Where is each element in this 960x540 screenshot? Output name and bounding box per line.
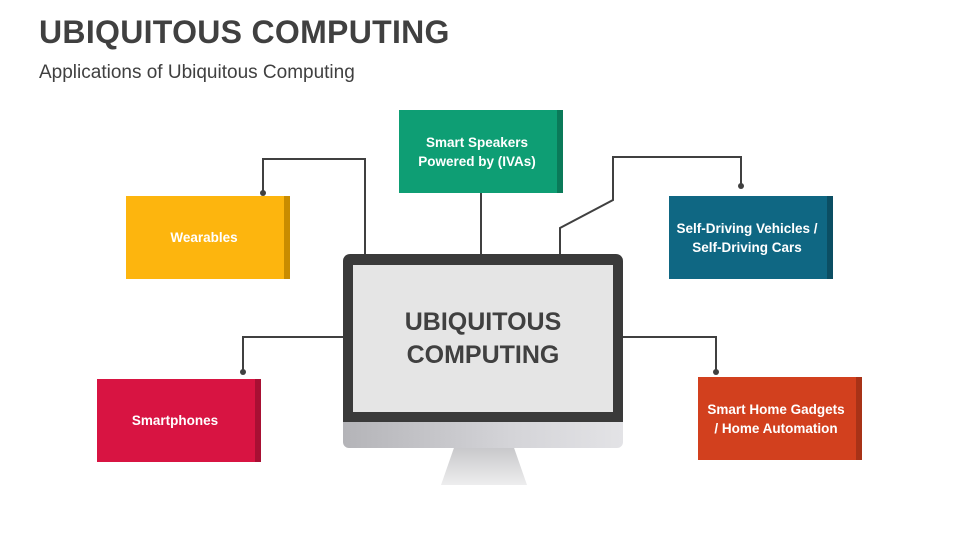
box-smart-home: Smart Home Gadgets / Home Automation: [698, 377, 862, 460]
center-title-line2: COMPUTING: [406, 340, 560, 369]
connector-dot: [713, 369, 719, 375]
monitor-icon: UBIQUITOUS COMPUTING: [343, 254, 623, 422]
center-title-line1: UBIQUITOUS: [404, 307, 562, 336]
connector-smartphones: [242, 336, 343, 372]
connector-dot: [240, 369, 246, 375]
box-label: Smart Home Gadgets / Home Automation: [707, 401, 845, 436]
monitor-chin: [343, 422, 623, 448]
connector-wearables: [262, 158, 366, 254]
monitor-stand: [441, 448, 527, 485]
connector-dot: [738, 183, 744, 189]
box-wearables: Wearables: [126, 196, 290, 279]
box-strip: [856, 377, 862, 460]
connector-dot: [260, 190, 266, 196]
connector-self-driving: [559, 156, 742, 254]
monitor-screen: UBIQUITOUS COMPUTING: [353, 265, 613, 412]
box-strip: [827, 196, 833, 279]
box-strip: [255, 379, 261, 462]
box-smartphones: Smartphones: [97, 379, 261, 462]
box-label: Smartphones: [131, 413, 219, 428]
box-label: Self-Driving Vehicles / Self-Driving Car…: [676, 220, 818, 255]
connector-smart-home: [623, 336, 717, 372]
box-smart-speakers: Smart Speakers Powered by (IVAs): [399, 110, 563, 193]
box-label: Wearables: [170, 230, 238, 245]
page-subtitle: Applications of Ubiquitous Computing: [39, 62, 355, 83]
box-self-driving: Self-Driving Vehicles / Self-Driving Car…: [669, 196, 833, 279]
box-label: Smart Speakers Powered by (IVAs): [418, 134, 536, 169]
box-strip: [284, 196, 290, 279]
page-title: UBIQUITOUS COMPUTING: [39, 14, 450, 50]
box-strip: [557, 110, 563, 193]
